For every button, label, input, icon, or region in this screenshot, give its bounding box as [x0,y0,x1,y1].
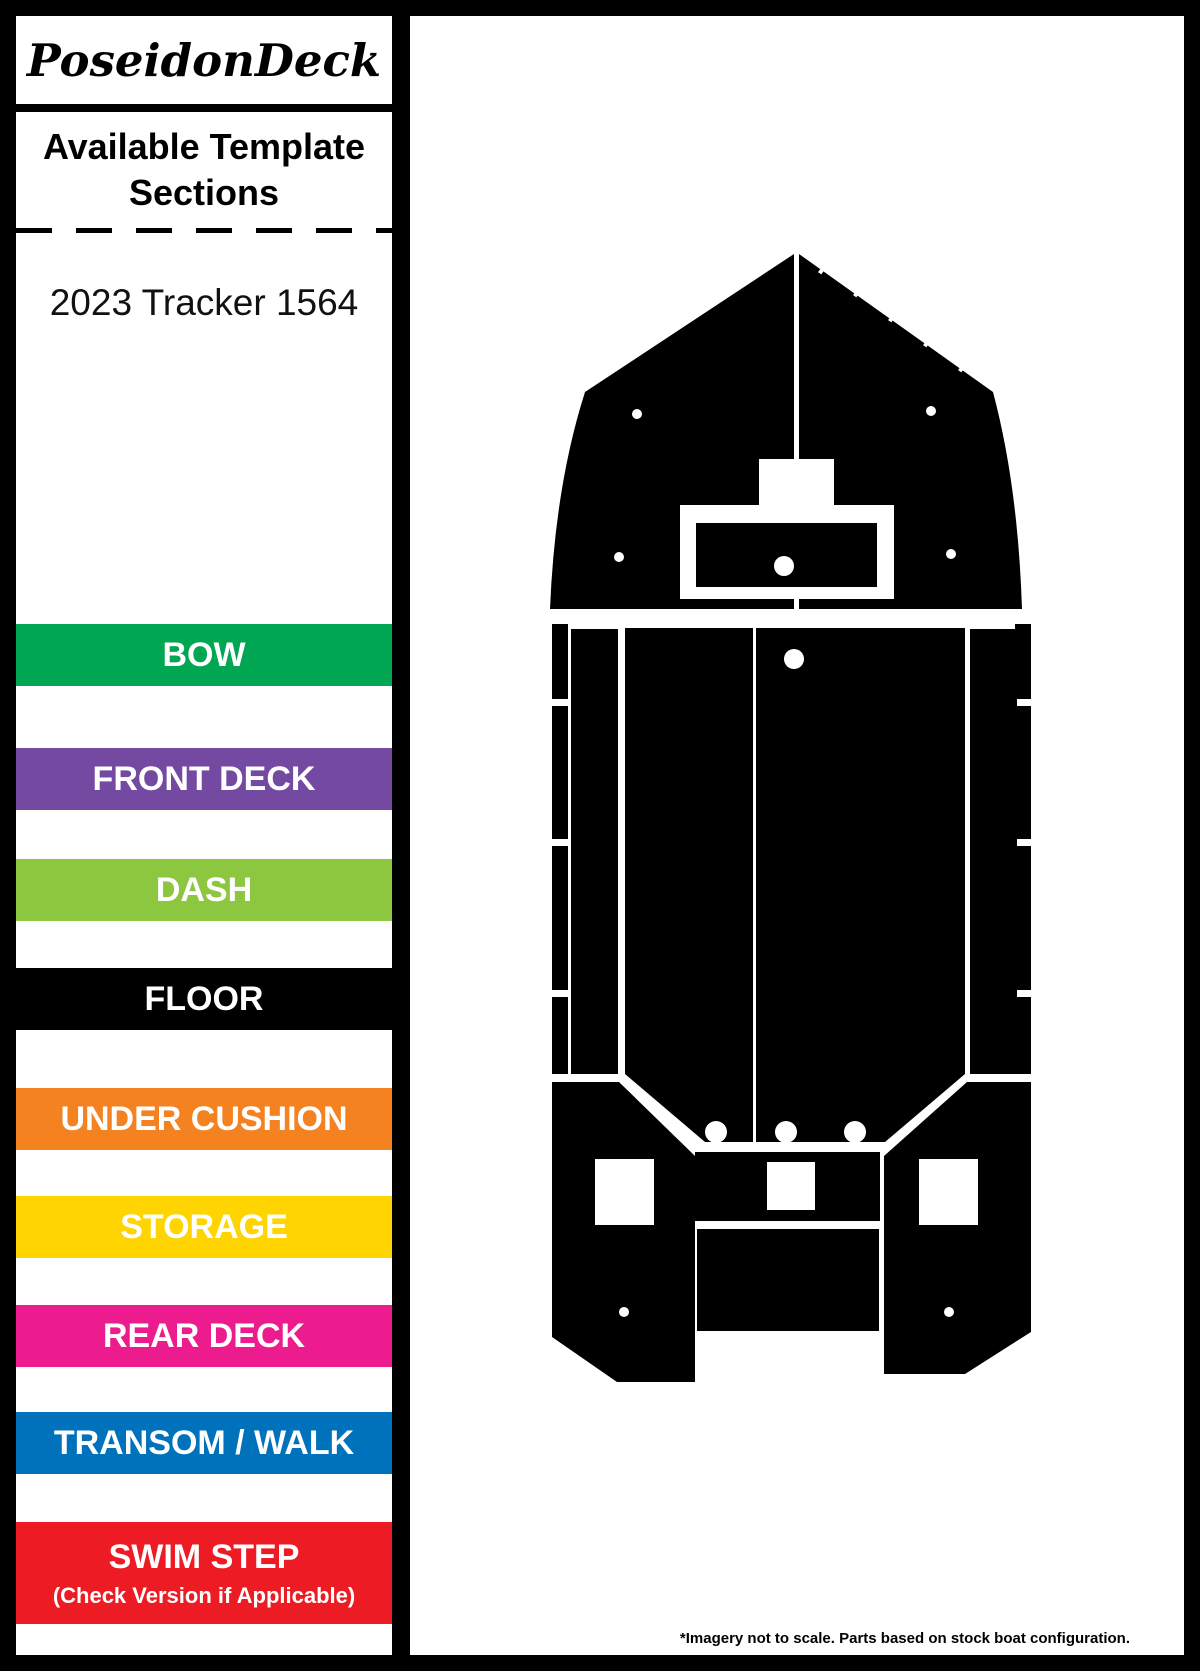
section-sublabel: (Check Version if Applicable) [52,1582,356,1608]
storage-cutout [595,1159,654,1225]
floor-edge-strip [1015,624,1031,699]
rear-deck-pad-right [884,1082,1031,1374]
cutout-notch [844,1121,866,1143]
section-front-deck[interactable]: FRONT DECK [16,748,392,810]
floor-pad-right [756,628,965,1142]
bow-pad-right [799,254,1022,609]
floor-edge-strip [1015,706,1031,839]
bow-pad-left [550,254,794,609]
section-under-cushion[interactable]: UNDER CUSHION [16,1088,392,1150]
section-label: STORAGE [120,1207,288,1246]
brand-header: PoseidonDeck [16,16,392,104]
sidebar-heading: Available Template Sections [42,126,366,213]
floor-edge-strip [552,706,568,839]
bolt-hole [632,409,642,419]
section-label: BOW [162,635,246,674]
section-label: DASH [155,870,253,909]
dashed-divider [16,228,392,233]
floor-edge-strip [552,624,568,699]
cutout-notch [775,1121,797,1143]
bolt-hole [784,649,804,669]
section-rear-deck[interactable]: REAR DECK [16,1305,392,1367]
storage-lid-pad [697,1229,879,1331]
floor-rail-right [970,629,1017,1074]
section-storage[interactable]: STORAGE [16,1196,392,1258]
bolt-hole [944,1307,954,1317]
template-diagram-panel: *Imagery not to scale. Parts based on st… [410,16,1184,1655]
floor-edge-strip [1015,846,1031,990]
deck-pad-diagram [550,254,1031,1382]
floor-edge-strip [552,846,568,990]
brand-logo: PoseidonDeck [26,33,382,87]
section-transom-walk[interactable]: TRANSOM / WALK [16,1412,392,1474]
template-sections-sidebar: PoseidonDeck Available Template Sections… [16,16,392,1655]
bolt-hole [946,549,956,559]
rear-deck-pad-left [552,1082,695,1382]
section-dash[interactable]: DASH [16,859,392,921]
section-label: REAR DECK [102,1316,306,1355]
bolt-hole [774,556,794,576]
section-label: SWIM STEP [108,1537,300,1576]
section-floor[interactable]: FLOOR [16,968,392,1030]
section-label: UNDER CUSHION [60,1099,348,1138]
floor-rail-left [571,629,618,1074]
bolt-hole [926,406,936,416]
dash-pad [696,523,877,587]
section-label: FLOOR [144,979,264,1018]
floor-edge-strip [552,997,568,1074]
section-label: TRANSOM / WALK [53,1423,355,1462]
section-bow[interactable]: BOW [16,624,392,686]
bolt-hole [614,552,624,562]
storage-cutout [919,1159,978,1225]
boat-model: 2023 Tracker 1564 [49,282,359,323]
floor-pad-left [625,628,753,1142]
bolt-hole [619,1307,629,1317]
floor-edge-strip [1015,997,1031,1074]
disclaimer: *Imagery not to scale. Parts based on st… [679,1630,1130,1647]
section-label: FRONT DECK [92,759,316,798]
bow-edge-notches [603,265,966,373]
cutout-notch [705,1121,727,1143]
header-divider [16,104,392,112]
transom-cutout [767,1162,815,1210]
section-swim-step[interactable]: SWIM STEP (Check Version if Applicable) [16,1522,392,1624]
